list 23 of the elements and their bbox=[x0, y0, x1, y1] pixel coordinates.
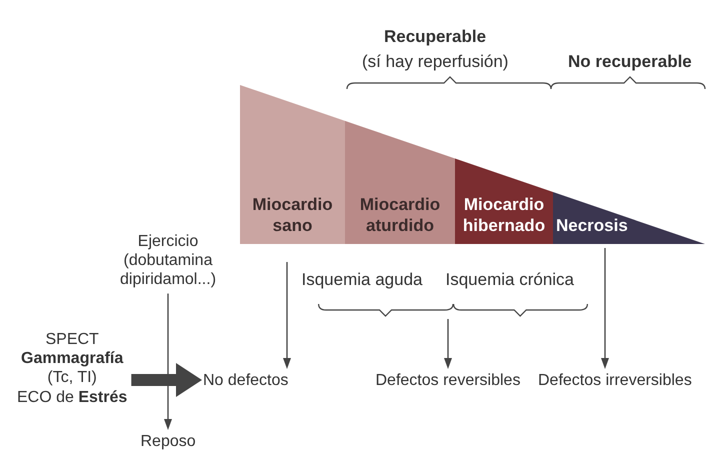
arrow bbox=[444, 319, 452, 369]
text-label: Isquemia crónica bbox=[446, 270, 574, 290]
segment-label: Miocardio hibernado bbox=[462, 195, 546, 236]
block-arrow bbox=[131, 363, 202, 397]
text-label: Recuperable bbox=[384, 27, 486, 48]
segment-label: Miocardio aturdido bbox=[358, 195, 442, 236]
text-label: Defectos reversibles bbox=[376, 371, 520, 390]
arrow bbox=[601, 248, 609, 369]
text-label: (sí hay reperfusión) bbox=[362, 52, 508, 72]
segment-label: Miocardio sano bbox=[251, 195, 334, 236]
text-label: ECO de Estrés bbox=[17, 388, 128, 407]
segment-label: Necrosis bbox=[556, 216, 628, 236]
text-label: Ejercicio (dobutamina dipiridamol...) bbox=[118, 232, 218, 290]
arrow bbox=[283, 262, 291, 369]
text-label: (Tc, TI) bbox=[46, 368, 98, 388]
text-label: Reposo bbox=[140, 432, 196, 452]
arrow bbox=[164, 294, 172, 430]
text-label: Isquemia aguda bbox=[302, 270, 422, 290]
text-label: No recuperable bbox=[568, 52, 692, 72]
text-label: Gammagrafía bbox=[20, 349, 124, 368]
text-label: No defectos bbox=[203, 371, 288, 390]
text-label: SPECT bbox=[44, 330, 100, 350]
text-label: Defectos irreversibles bbox=[538, 371, 692, 390]
